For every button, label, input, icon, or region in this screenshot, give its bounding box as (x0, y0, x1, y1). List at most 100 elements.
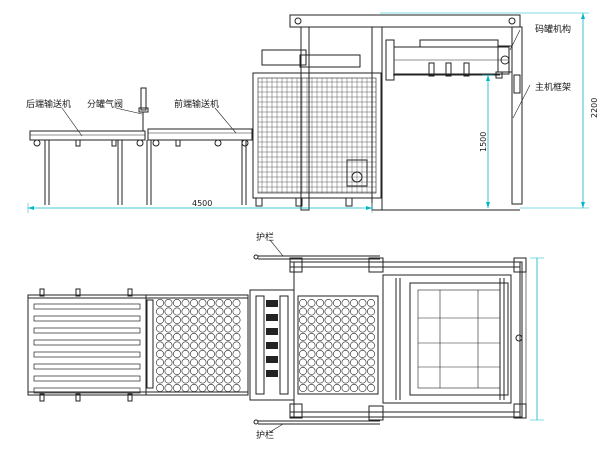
can (156, 350, 164, 358)
can (350, 350, 358, 358)
can (232, 307, 241, 316)
guide-block (266, 370, 278, 377)
can (341, 333, 350, 341)
can (190, 341, 198, 350)
can (333, 367, 341, 375)
can (156, 299, 164, 307)
can (198, 333, 207, 341)
plan-separator (249, 289, 295, 401)
can (299, 375, 307, 384)
can (299, 358, 307, 367)
can (367, 384, 375, 392)
label-front-conveyor: 前端输送机 (174, 98, 219, 110)
can (215, 307, 224, 316)
can (156, 341, 164, 350)
plan-rear-conveyor (27, 288, 147, 402)
can (358, 307, 367, 316)
can (316, 333, 324, 341)
can (367, 367, 375, 375)
can (341, 358, 350, 367)
can (164, 333, 173, 341)
can (299, 324, 307, 333)
can (224, 350, 232, 358)
dimension-lines (27, 12, 589, 213)
can (215, 341, 224, 350)
can (198, 358, 207, 367)
can (341, 350, 350, 358)
conveyor-slat (33, 375, 141, 382)
can (164, 367, 173, 375)
can (299, 333, 307, 341)
can (224, 324, 232, 333)
can (324, 384, 333, 392)
can (299, 350, 307, 358)
can (350, 341, 358, 350)
can (358, 316, 367, 324)
can (181, 333, 190, 341)
can (324, 375, 333, 384)
can (341, 341, 350, 350)
can (156, 316, 164, 324)
label-guard-top: 护栏 (256, 231, 274, 243)
can (181, 375, 190, 384)
can (316, 358, 324, 367)
can (190, 375, 198, 384)
main-frame (380, 26, 523, 211)
label-rear-conveyor: 后端输送机 (26, 98, 71, 110)
can (367, 375, 375, 384)
guide-block (266, 328, 278, 335)
can (156, 307, 164, 316)
can (358, 384, 367, 392)
can (350, 375, 358, 384)
can (207, 316, 215, 324)
can (207, 333, 215, 341)
can (307, 307, 316, 316)
can-separator (138, 87, 152, 205)
can (164, 324, 173, 333)
can (333, 358, 341, 367)
can (350, 316, 358, 324)
can (333, 307, 341, 316)
can (215, 333, 224, 341)
can (181, 324, 190, 333)
can (224, 333, 232, 341)
can (173, 375, 181, 384)
guide-block (266, 342, 278, 349)
can (333, 324, 341, 333)
guide-block (266, 356, 278, 363)
can (333, 316, 341, 324)
plan-dimension (530, 257, 544, 421)
can (198, 350, 207, 358)
can (341, 324, 350, 333)
can (307, 375, 316, 384)
can (358, 367, 367, 375)
can (156, 333, 164, 341)
guide-block (266, 300, 278, 307)
plan-view: 护栏 护栏 (27, 231, 544, 441)
can (164, 341, 173, 350)
plan-main-machine (289, 257, 527, 421)
can (190, 299, 198, 307)
can (232, 358, 241, 367)
can (164, 384, 173, 392)
can (207, 384, 215, 392)
can (324, 333, 333, 341)
can (181, 316, 190, 324)
can (341, 299, 350, 307)
can (156, 384, 164, 392)
can (173, 350, 181, 358)
can (324, 316, 333, 324)
can (307, 350, 316, 358)
can (358, 299, 367, 307)
can (341, 316, 350, 324)
can (215, 316, 224, 324)
can (207, 341, 215, 350)
can (207, 367, 215, 375)
can (181, 341, 190, 350)
can (358, 324, 367, 333)
can (198, 299, 207, 307)
rear-conveyor (29, 130, 146, 205)
can (341, 384, 350, 392)
can (181, 384, 190, 392)
can (232, 384, 241, 392)
